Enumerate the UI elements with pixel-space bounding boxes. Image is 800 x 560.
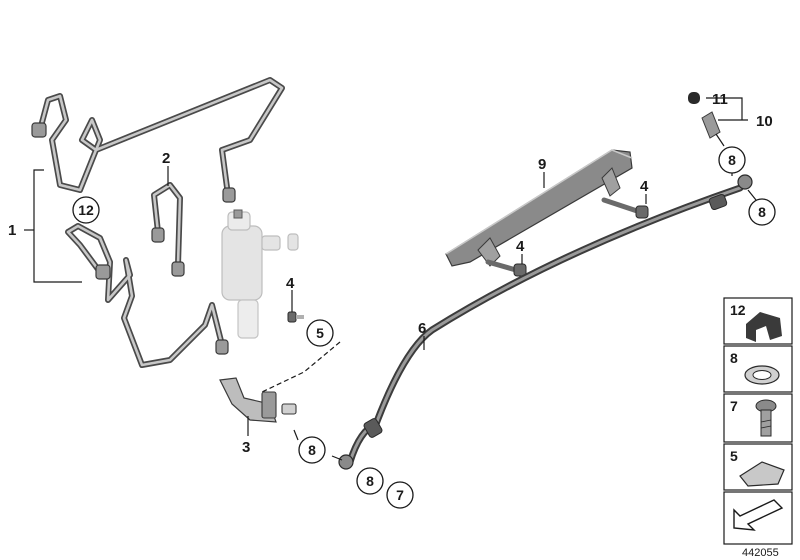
bleed-valve [688, 92, 721, 139]
legend-item-bracket: 5 [723, 443, 793, 491]
svg-text:6: 6 [418, 320, 426, 337]
svg-text:8: 8 [730, 350, 738, 366]
svg-text:8: 8 [308, 442, 316, 458]
legend-item-clip: 12 [723, 297, 793, 345]
svg-text:4: 4 [516, 238, 525, 255]
callout-3: 3 [242, 439, 250, 456]
master-cylinder [221, 209, 299, 339]
svg-text:2: 2 [162, 150, 170, 167]
svg-text:3: 3 [242, 439, 250, 456]
reference-number: 442055 [742, 547, 779, 559]
svg-text:8: 8 [366, 473, 374, 489]
bracket-icon [739, 461, 785, 487]
svg-text:4: 4 [640, 178, 649, 195]
callout-5: 5 [306, 319, 334, 347]
svg-text:5: 5 [730, 448, 738, 464]
pipe-fitting-icon [222, 187, 236, 203]
svg-text:12: 12 [730, 302, 746, 318]
clip-icon [746, 312, 782, 342]
svg-text:8: 8 [758, 204, 766, 220]
svg-text:10: 10 [756, 113, 773, 130]
callout-6: 6 [418, 320, 426, 337]
callout-2: 2 [162, 150, 170, 167]
callout-7: 7 [386, 481, 414, 509]
short-brake-pipe [151, 182, 185, 277]
pipe-fitting-icon [171, 261, 185, 277]
callout-4: 4 [516, 238, 525, 255]
pipe-fitting-icon [95, 264, 111, 280]
svg-text:8: 8 [728, 152, 736, 168]
callout-4: 4 [640, 178, 649, 195]
legend-item-direction [723, 491, 793, 545]
brake-pipe-assembly [31, 77, 285, 368]
svg-text:12: 12 [78, 202, 94, 218]
legend: 12 8 7 5 [723, 297, 793, 545]
callout-11: 11 [712, 91, 728, 108]
svg-text:11: 11 [712, 91, 728, 108]
svg-text:7: 7 [730, 398, 738, 414]
svg-text:4: 4 [286, 275, 295, 292]
svg-text:5: 5 [316, 325, 324, 341]
pipe-fitting-icon [31, 122, 47, 138]
legend-item-banjo-bolt: 7 [723, 393, 793, 443]
callout-8: 8 [718, 146, 746, 174]
legend-item-sealing-ring: 8 [723, 345, 793, 393]
bolt-icon [485, 259, 527, 277]
bolt-icon [287, 311, 304, 323]
pressure-fitting [219, 377, 297, 423]
callout-8: 8 [748, 198, 776, 226]
pipe-fitting-icon [215, 339, 229, 355]
callout-8: 8 [356, 467, 384, 495]
banjo-bolt-icon [755, 399, 777, 437]
bolt-icon [601, 197, 649, 219]
leader-lines [24, 97, 757, 461]
callout-1: 1 [8, 222, 16, 239]
callout-12: 12 [72, 196, 100, 224]
direction-arrow-icon [733, 499, 784, 531]
svg-text:9: 9 [538, 156, 546, 173]
callout-8: 8 [298, 436, 326, 464]
guide-rail [445, 149, 633, 267]
brake-hose [338, 174, 753, 470]
svg-text:1: 1 [8, 222, 16, 239]
callout-9: 9 [538, 156, 546, 173]
callout-4: 4 [286, 275, 295, 292]
svg-text:7: 7 [396, 487, 404, 503]
pipe-fitting-icon [151, 227, 165, 243]
callout-10: 10 [756, 113, 773, 130]
